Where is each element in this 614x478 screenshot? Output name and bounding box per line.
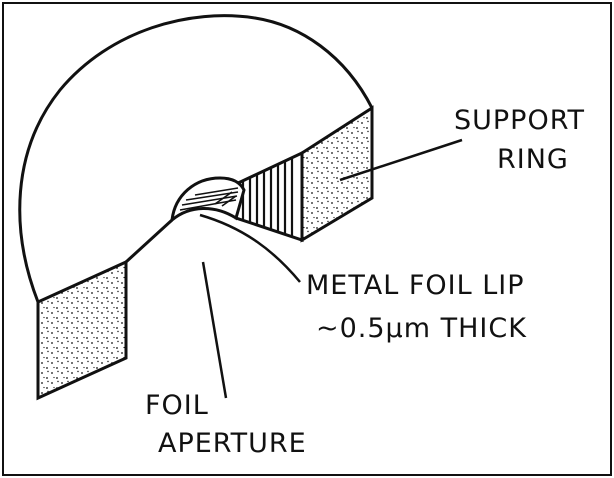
foil-aperture-label-line2: APERTURE [158,428,307,459]
ring-top-surface [18,14,374,303]
support-ring-leader [339,138,463,182]
support-ring-label-line1: SUPPORT [454,105,586,136]
cut-edge-front [124,218,174,264]
metal-foil-label-line2: ~0.5μm THICK [316,313,527,344]
metal-foil-label-line1: METAL FOIL LIP [306,270,525,301]
metal-foil-leader [199,213,301,283]
metal-foil-lip [170,176,246,224]
left-support-ring-section [36,259,128,401]
foil-aperture-label-line1: FOIL [145,390,209,421]
bore-hatching [241,158,294,236]
support-ring-label-line2: RING [497,144,569,175]
foil-aperture-leader [201,261,228,399]
foil-shading [179,187,239,211]
